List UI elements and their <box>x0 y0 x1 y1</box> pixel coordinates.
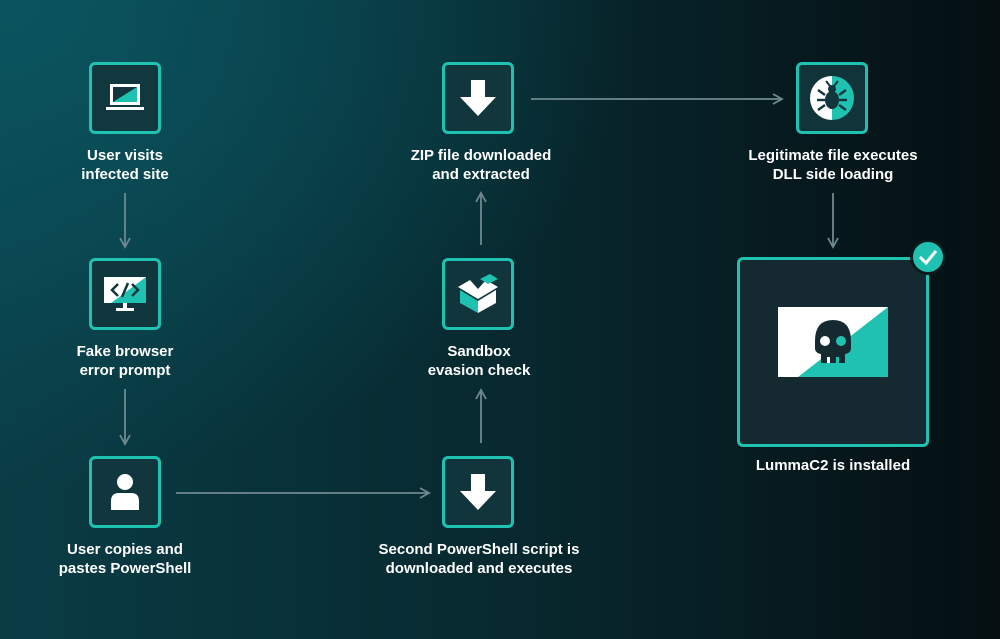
checkmark-icon <box>918 250 938 265</box>
check-badge <box>910 239 946 275</box>
step-label-zip-download: ZIP file downloaded and extracted <box>410 147 552 183</box>
step-label-installed: LummaC2 is installed <box>755 457 911 474</box>
step-label-second-script: Second PowerShell script is downloaded a… <box>378 541 580 577</box>
step-box-sandbox <box>442 258 514 330</box>
step-label-fake-error: Fake browser error prompt <box>76 343 174 379</box>
step-label-copy-paste: User copies and pastes PowerShell <box>58 541 192 577</box>
user-icon <box>111 474 139 510</box>
step-box-installed <box>737 257 929 447</box>
bug-icon <box>810 76 854 120</box>
skull-monitor-icon <box>778 307 888 395</box>
download-arrow-icon <box>460 474 496 510</box>
step-box-fake-error <box>89 258 161 330</box>
laptop-icon <box>106 84 144 110</box>
step-label-sandbox: Sandbox evasion check <box>427 343 531 379</box>
step-box-zip-download <box>442 62 514 134</box>
step-box-dll-sideload <box>796 62 868 134</box>
step-box-visit-site <box>89 62 161 134</box>
sandbox-box-icon <box>458 274 498 313</box>
step-box-copy-paste <box>89 456 161 528</box>
code-monitor-icon <box>104 277 146 311</box>
step-label-visit-site: User visits infected site <box>81 147 169 183</box>
download-arrow-icon <box>460 80 496 116</box>
step-box-second-script <box>442 456 514 528</box>
step-label-dll-sideload: Legitimate file executes DLL side loadin… <box>748 147 918 183</box>
